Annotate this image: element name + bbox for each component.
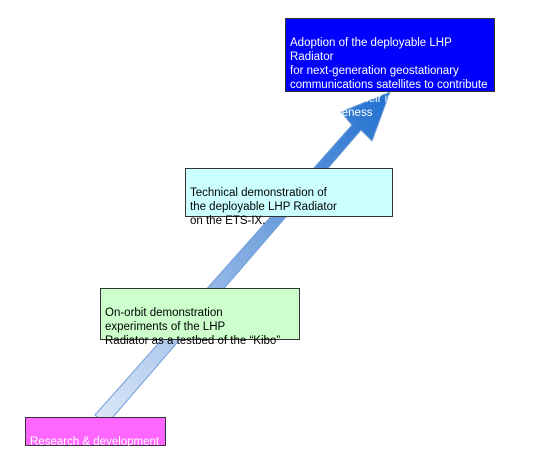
stage-box-kibo: On-orbit demonstration experiments of th…	[100, 288, 300, 347]
stage-text-research: Research & development for LHP	[30, 436, 160, 462]
stage-box-ets-ix: Technical demonstration of the deployabl…	[185, 168, 393, 227]
arrow-shaft	[94, 91, 391, 426]
stage-box-research: Research & development for LHP	[25, 417, 166, 462]
stage-text-goal: Adoption of the deployable LHP Radiator …	[290, 37, 488, 119]
stage-text-ets-ix: Technical demonstration of the deployabl…	[190, 187, 337, 227]
stage-box-goal: Adoption of the deployable LHP Radiator …	[285, 18, 495, 119]
stage-text-kibo: On-orbit demonstration experiments of th…	[105, 307, 281, 347]
